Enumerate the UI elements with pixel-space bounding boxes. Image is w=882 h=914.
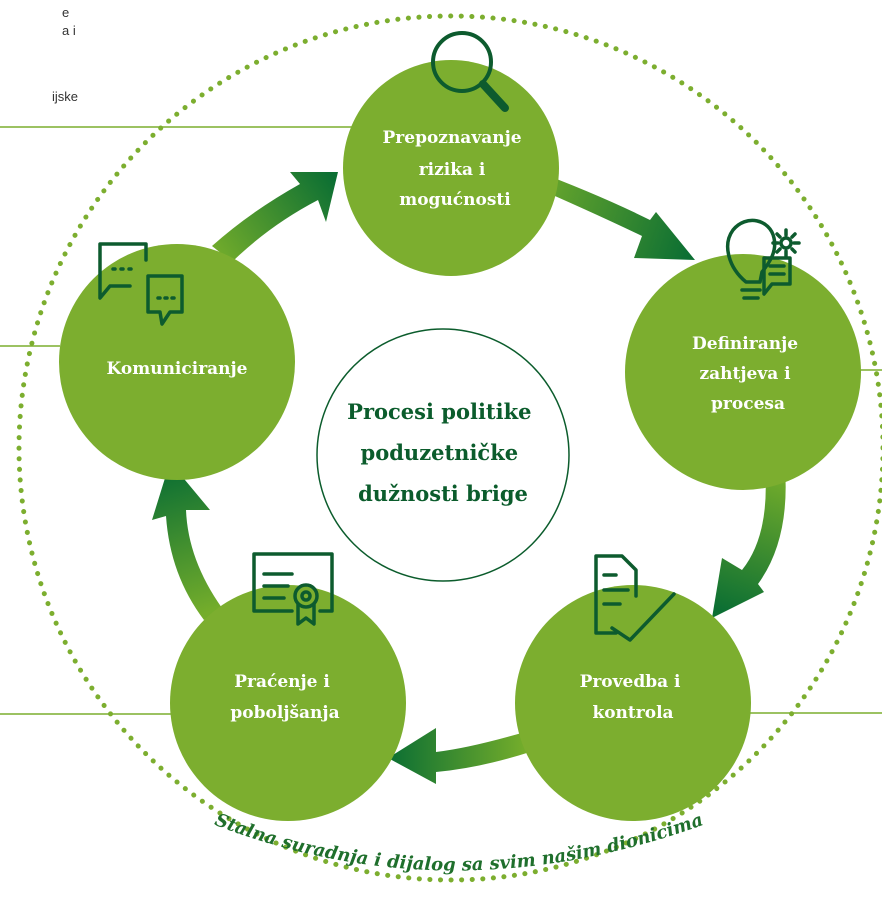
cycle-arrow bbox=[212, 172, 338, 262]
certificate-icon bbox=[252, 552, 334, 626]
stage-circle-identify bbox=[343, 60, 559, 276]
lightbulb-settings-icon bbox=[725, 218, 801, 300]
stage-label-monitor: Praćenje i poboljšanja bbox=[230, 672, 339, 723]
cycle-arrow bbox=[152, 462, 222, 620]
stage-circle-communicate bbox=[59, 244, 295, 480]
stage-circle-implement bbox=[515, 585, 751, 821]
cycle-arrow bbox=[388, 728, 530, 784]
stage-label-implement: Provedba i kontrola bbox=[580, 672, 687, 723]
stage-circles bbox=[59, 60, 861, 821]
stage-circle-define bbox=[625, 254, 861, 490]
magnifier-icon bbox=[431, 31, 509, 112]
corner-fragment: e bbox=[62, 5, 70, 20]
checked-document-icon bbox=[594, 554, 676, 642]
center-title: Procesi politike poduzetničke dužnosti b… bbox=[347, 399, 539, 506]
cycle-arrow bbox=[523, 168, 695, 260]
stage-circle-monitor bbox=[170, 585, 406, 821]
corner-fragment: ijske bbox=[52, 89, 79, 104]
stage-label-identify: Prepoznavanje rizika i mogućnosti bbox=[383, 128, 528, 210]
cycle-arrows bbox=[152, 168, 786, 784]
cycle-arrow bbox=[712, 468, 786, 618]
stage-label-define: Definiranje zahtjeva i procesa bbox=[692, 334, 804, 414]
corner-fragment: a i bbox=[62, 23, 76, 38]
stage-label-communicate: Komuniciranje bbox=[106, 359, 247, 379]
center-circle bbox=[316, 328, 570, 582]
side-lines bbox=[0, 126, 882, 715]
dotted-outer-ring bbox=[16, 13, 882, 883]
chat-bubbles-icon bbox=[98, 242, 184, 326]
